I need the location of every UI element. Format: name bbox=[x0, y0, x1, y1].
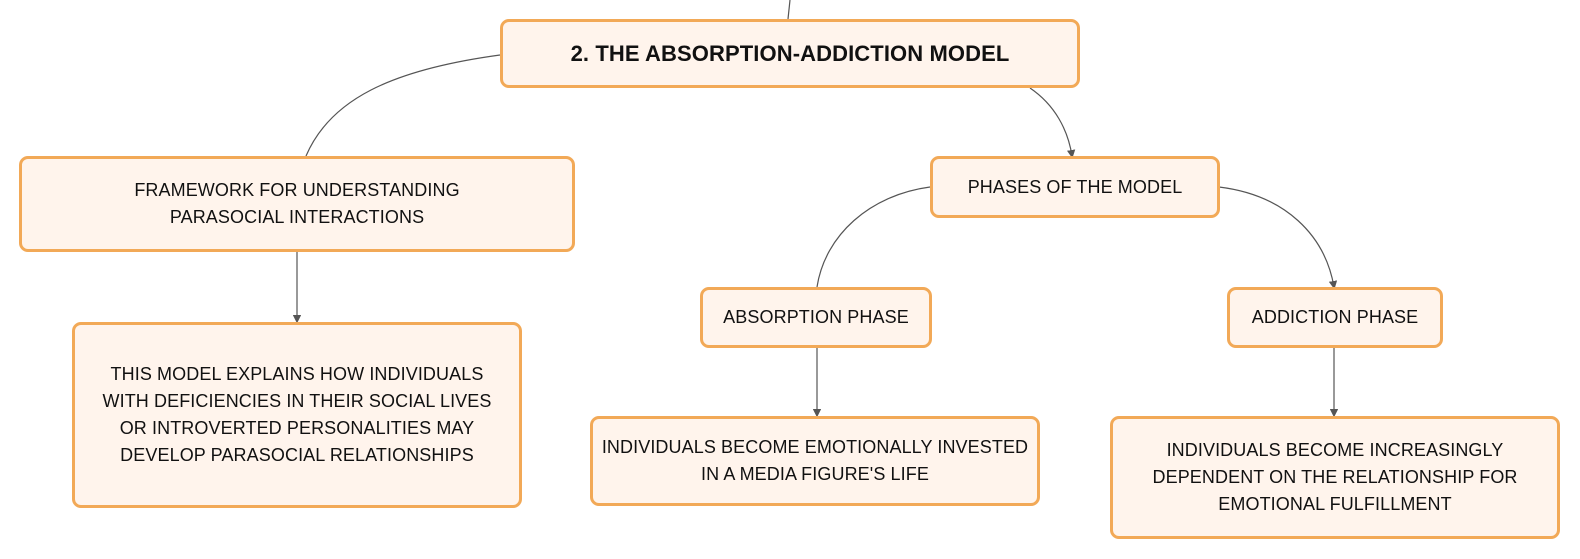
root-node[interactable]: 2. THE ABSORPTION-ADDICTION MODEL bbox=[500, 19, 1080, 88]
phases-node[interactable]: PHASES OF THE MODEL bbox=[930, 156, 1220, 218]
incoming-connector bbox=[787, 0, 791, 20]
connector-phases-to-absorption bbox=[816, 186, 931, 288]
connector-phases-to-addiction bbox=[1218, 186, 1338, 290]
framework-node[interactable]: FRAMEWORK FOR UNDERSTANDING PARASOCIAL I… bbox=[19, 156, 575, 252]
connector-root-to-phases bbox=[1029, 87, 1076, 159]
connector-root-to-framework bbox=[305, 54, 501, 157]
absorption-phase-node[interactable]: ABSORPTION PHASE bbox=[700, 287, 932, 348]
addiction-phase-node[interactable]: ADDICTION PHASE bbox=[1227, 287, 1443, 348]
framework-detail-node[interactable]: THIS MODEL EXPLAINS HOW INDIVIDUALS WITH… bbox=[72, 322, 522, 508]
addiction-detail-node[interactable]: INDIVIDUALS BECOME INCREASINGLY DEPENDEN… bbox=[1110, 416, 1560, 539]
absorption-detail-node[interactable]: INDIVIDUALS BECOME EMOTIONALLY INVESTED … bbox=[590, 416, 1040, 506]
